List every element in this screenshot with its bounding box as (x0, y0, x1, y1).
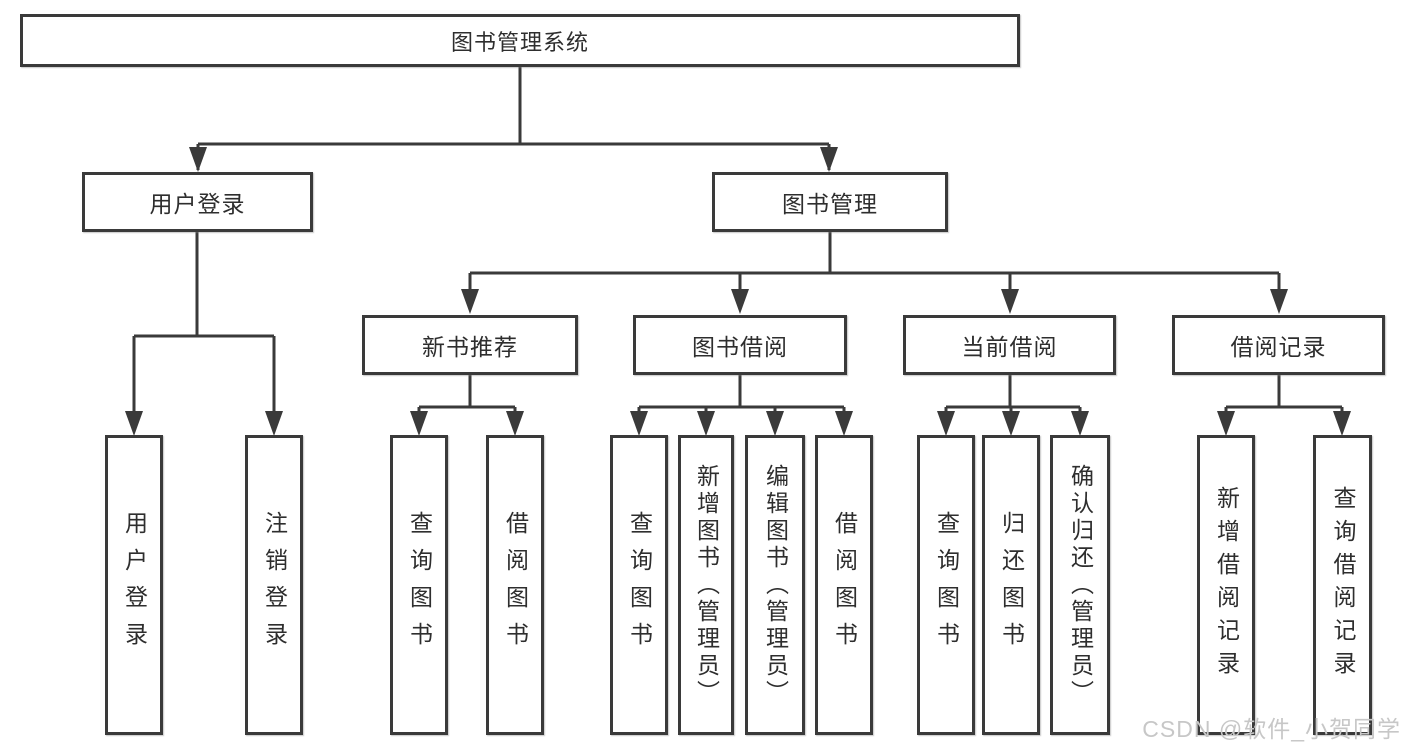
arrow-down-icon (820, 147, 838, 172)
leaf-borrow-borrow-books: 借阅图书 (815, 435, 873, 735)
arrow-down-icon (506, 411, 524, 436)
leaf-borrow-query-books-label: 查询图书 (626, 511, 653, 659)
leaf-user-login-label: 用户登录 (121, 511, 148, 659)
arrow-down-icon (1270, 289, 1288, 314)
connector-user-login-to-leaves (125, 232, 283, 436)
arrow-down-icon (630, 411, 648, 436)
arrow-down-icon (125, 411, 143, 436)
connector-line (196, 67, 831, 170)
node-user-login: 用户登录 (82, 172, 313, 232)
leaf-newrec-query-books: 查询图书 (390, 435, 448, 735)
node-root: 图书管理系统 (20, 14, 1020, 67)
node-book-management-label: 图书管理 (782, 191, 878, 217)
arrow-down-icon (937, 411, 955, 436)
leaf-logout: 注销登录 (245, 435, 303, 735)
leaf-borrow-query-books: 查询图书 (610, 435, 668, 735)
leaf-records-add-record: 新增借阅记录 (1197, 435, 1255, 735)
node-book-borrow-label: 图书借阅 (692, 334, 788, 360)
leaf-current-return-books: 归还图书 (982, 435, 1040, 735)
arrow-down-icon (1217, 411, 1235, 436)
leaf-records-add-record-label: 新增借阅记录 (1213, 486, 1240, 684)
connector-new-book-recommend-to-leaves (410, 375, 524, 436)
arrow-down-icon (1071, 411, 1089, 436)
leaf-current-query-books: 查询图书 (917, 435, 975, 735)
arrow-down-icon (835, 411, 853, 436)
arrow-down-icon (731, 289, 749, 314)
leaf-logout-label: 注销登录 (261, 511, 288, 659)
node-current-borrow-label: 当前借阅 (961, 334, 1058, 360)
arrow-down-icon (461, 289, 479, 314)
leaf-borrow-add-books-admin-label: 新增图书（管理员） (693, 463, 720, 707)
arrow-down-icon (410, 411, 428, 436)
leaf-records-query-record-label: 查询借阅记录 (1330, 486, 1356, 684)
node-current-borrow: 当前借阅 (903, 315, 1116, 375)
connector-line (132, 232, 276, 432)
connector-line (1224, 375, 1344, 432)
leaf-current-return-books-label: 归还图书 (998, 511, 1025, 659)
leaf-borrow-edit-books-admin: 编辑图书（管理员） (745, 435, 805, 735)
leaf-newrec-query-books-label: 查询图书 (406, 511, 433, 659)
node-root-label: 图书管理系统 (450, 29, 589, 55)
leaf-current-confirm-return-admin-label: 确认归还（管理员） (1067, 463, 1094, 707)
connector-book-borrow-to-leaves (630, 375, 853, 436)
node-borrow-records-label: 借阅记录 (1230, 334, 1327, 360)
connector-line (417, 375, 517, 432)
connector-root-to-level2 (189, 67, 838, 172)
connector-line (637, 375, 846, 432)
leaf-current-query-books-label: 查询图书 (933, 511, 960, 659)
node-book-borrow: 图书借阅 (633, 315, 847, 375)
leaf-user-login: 用户登录 (105, 435, 163, 735)
connector-borrow-records-to-leaves (1217, 375, 1351, 436)
connector-current-borrow-to-leaves (937, 375, 1089, 436)
node-borrow-records: 借阅记录 (1172, 315, 1385, 375)
arrow-down-icon (1002, 411, 1020, 436)
leaf-newrec-borrow-books: 借阅图书 (486, 435, 544, 735)
leaf-current-confirm-return-admin: 确认归还（管理员） (1050, 435, 1110, 735)
leaf-newrec-borrow-books-label: 借阅图书 (502, 511, 529, 659)
node-book-management: 图书管理 (712, 172, 948, 232)
leaf-borrow-edit-books-admin-label: 编辑图书（管理员） (762, 463, 789, 707)
arrow-down-icon (697, 411, 715, 436)
node-user-login-label: 用户登录 (149, 191, 246, 217)
node-new-book-recommend: 新书推荐 (362, 315, 578, 375)
leaf-borrow-add-books-admin: 新增图书（管理员） (678, 435, 734, 735)
arrow-down-icon (1333, 411, 1351, 436)
arrow-down-icon (1001, 289, 1019, 314)
arrow-down-icon (189, 147, 207, 172)
arrow-down-icon (265, 411, 283, 436)
arrow-down-icon (766, 411, 784, 436)
leaf-borrow-borrow-books-label: 借阅图书 (831, 511, 858, 659)
connector-line (468, 232, 1281, 310)
connector-book-management-to-level3 (461, 232, 1288, 314)
node-new-book-recommend-label: 新书推荐 (422, 334, 518, 360)
leaf-records-query-record: 查询借阅记录 (1313, 435, 1372, 735)
